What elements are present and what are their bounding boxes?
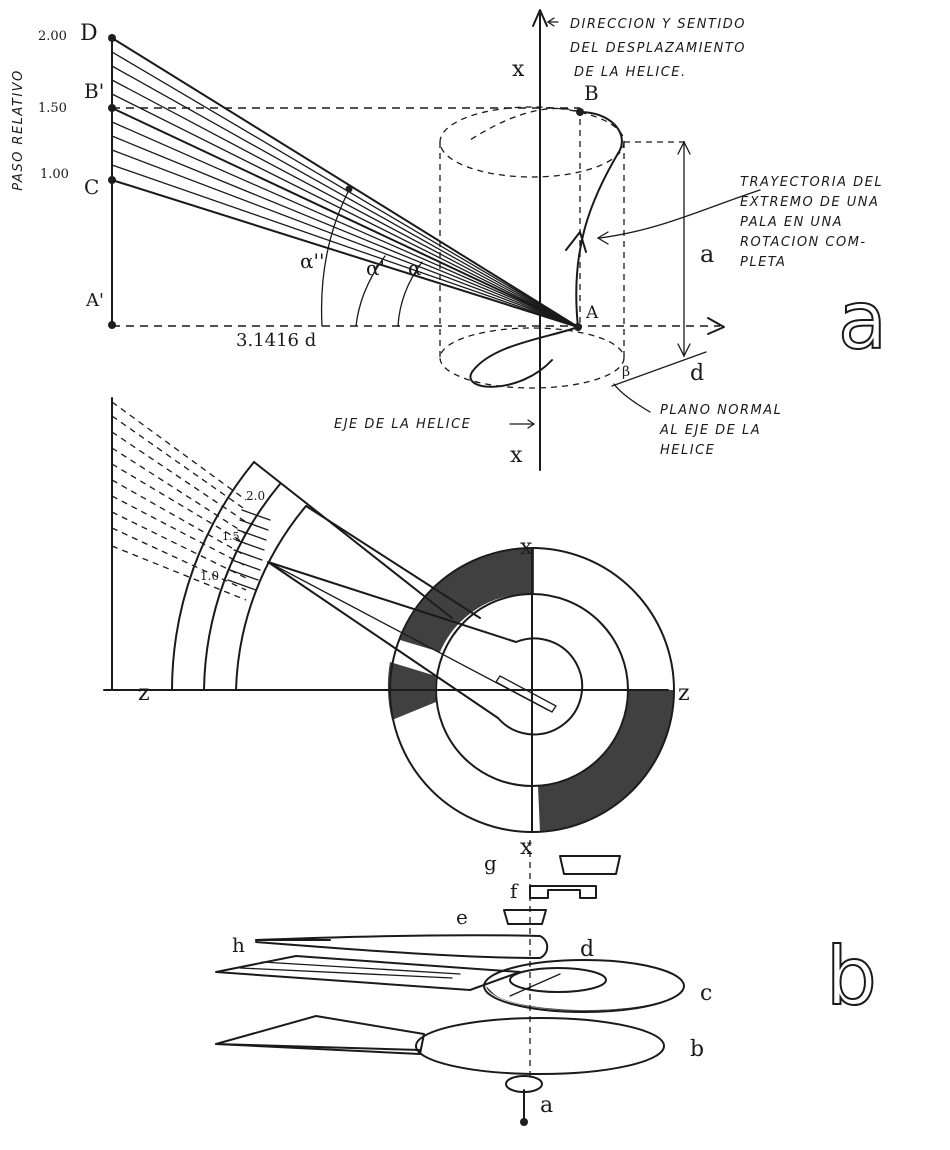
part-e-label: e — [456, 905, 468, 929]
point-C-label: C — [84, 175, 99, 199]
helix-path-arrow — [565, 231, 587, 253]
point-A-prime-label: A' — [85, 290, 104, 311]
part-d-label: d — [580, 937, 594, 962]
path-note-2: EXTREMO DE UNA — [740, 195, 879, 210]
beta-label: β — [622, 364, 630, 380]
part-c — [215, 955, 685, 1013]
scale-arc-inner — [235, 505, 307, 691]
tick-2-00: 2.00 — [38, 29, 67, 44]
direction-note-1: DIRECCION Y SENTIDO — [570, 17, 746, 32]
part-f — [529, 885, 597, 899]
part-d — [255, 934, 549, 959]
part-b — [215, 1015, 665, 1075]
axis-z-left-label: z — [138, 681, 150, 706]
plane-note-3: HELICE — [660, 443, 715, 458]
label-alpha-dprime: α'' — [300, 249, 325, 273]
part-h-label: h — [232, 933, 245, 957]
blade-root-slot — [495, 675, 557, 713]
path-note-1: TRAYECTORIA DEL — [740, 175, 883, 190]
path-note-3: PALA EN UNA — [740, 215, 843, 230]
part-f-label: f — [510, 879, 519, 903]
point-B-prime-label: B' — [84, 79, 104, 103]
label-alpha-prime: α' — [366, 256, 385, 280]
path-note-4: ROTACION COM- — [740, 235, 867, 250]
part-e — [503, 909, 547, 925]
plane-note-1: PLANO NORMAL — [660, 403, 782, 418]
point-B — [576, 108, 584, 116]
scale-arc-mid — [203, 483, 281, 691]
point-B-label: B — [584, 81, 599, 105]
part-a-label: a — [540, 1093, 553, 1118]
path-note-5: PLETA — [740, 255, 786, 270]
helix-path-upper — [575, 111, 623, 328]
pitch-lines-fan — [111, 37, 579, 328]
angle-arc-alpha-dprime — [320, 187, 351, 327]
axis-x-bottom-label: x — [510, 443, 523, 468]
helix-cylinder — [439, 106, 625, 389]
part-g-label: g — [484, 851, 497, 875]
scale-1-0: 1.0 — [200, 569, 219, 583]
tick-1-50: 1.50 — [38, 101, 67, 116]
plane-note-2: AL EJE DE LA — [659, 423, 761, 438]
part-c-label: c — [700, 981, 712, 1006]
scale-arc-outer — [171, 461, 255, 691]
helix-axis-arrow — [532, 9, 548, 27]
dimension-d-label: d — [690, 361, 704, 386]
point-A-label: A — [585, 303, 599, 323]
figure-a-letter: a — [838, 274, 887, 367]
direction-note-2: DEL DESPLAZAMIENTO — [570, 41, 746, 56]
shaded-sector-bottom-right — [538, 690, 675, 832]
blade-plan — [267, 561, 584, 736]
angle-arc-alpha-prime — [355, 255, 386, 327]
axis-z-right-label: z — [678, 681, 690, 706]
dimension-a-label: a — [700, 240, 714, 268]
scale-hatching — [227, 509, 271, 591]
figure-a: PASO RELATIVO 2.00 D 1.50 B' 1.00 C A' — [11, 9, 888, 471]
plane-note-leader — [613, 383, 651, 413]
dimension-d-line — [611, 351, 707, 387]
axis-x-top-label: x — [512, 57, 525, 82]
helix-path-lower — [469, 326, 579, 388]
helix-axis-note: EJE DE LA HELICE — [334, 417, 471, 432]
pitch-axis-label: PASO RELATIVO — [11, 69, 26, 191]
axis-x-bottom-plan: x — [520, 835, 533, 860]
angle-arc-alpha — [397, 261, 423, 327]
part-b-label: b — [690, 1037, 704, 1062]
point-A — [574, 323, 582, 331]
scale-2-0: 2.0 — [246, 489, 265, 503]
label-alpha: α — [408, 256, 422, 280]
figure-b-exploded: g f e h d c b a — [215, 840, 878, 1126]
point-A-prime — [108, 321, 116, 329]
baseline-arrowhead — [707, 317, 725, 335]
part-g — [559, 855, 621, 875]
direction-note-3: DE LA HELICE. — [574, 65, 687, 80]
scale-1-5: 1.5 — [222, 530, 240, 543]
figure-b-plan-view: z z 2.0 1.5 1.0 x x — [103, 397, 690, 860]
tick-1-00: 1.00 — [40, 167, 69, 182]
shaded-sector-left — [387, 662, 436, 720]
point-D-label: D — [80, 21, 98, 46]
path-note-leader — [599, 189, 761, 239]
circumference-label: 3.1416 d — [236, 330, 316, 351]
figure-b-letter: b — [826, 930, 877, 1023]
shaded-sector-top-left — [400, 548, 532, 652]
projection-lines — [111, 401, 247, 601]
